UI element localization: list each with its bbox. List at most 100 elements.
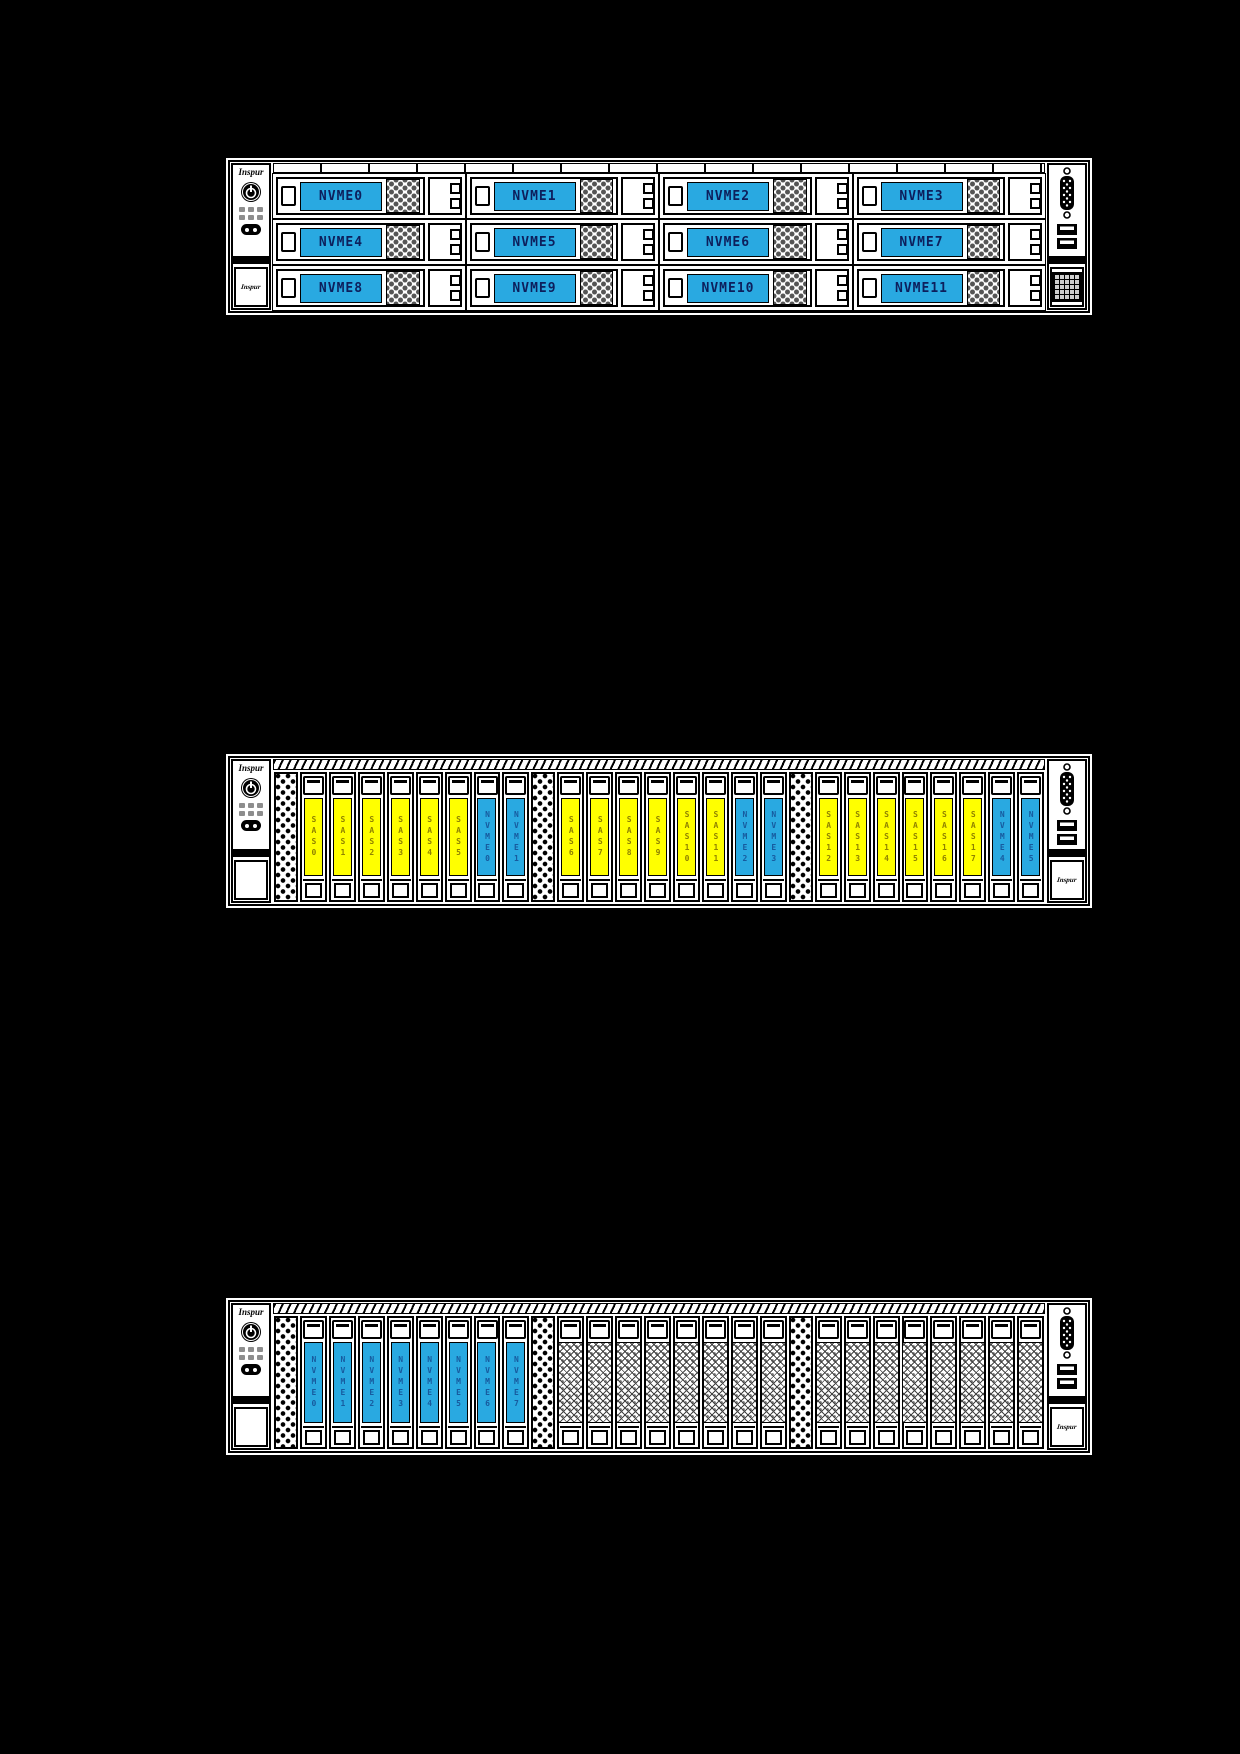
vent-column [788,1316,813,1449]
drive-label: NVME0 [303,1342,323,1423]
tray-latch [704,1320,726,1339]
drive-label: SAS14 [876,798,896,876]
tray-latch [389,776,411,795]
tray-latch [302,1320,324,1339]
drive-bay: NVME6 [473,1316,501,1449]
tray-latch [447,776,469,795]
tray-latch [861,186,877,206]
tray-latch [668,232,683,252]
drive-label: NVME1 [332,1342,352,1423]
bay-footer [303,879,324,899]
drive-bay: NVME3 [759,772,787,902]
drive-activity-led [848,883,866,898]
right-ear: Inspur [1047,1303,1087,1450]
chassis-top-band [273,1303,1045,1314]
status-led-icon [257,207,263,212]
drive-label: NVME0 [300,181,382,211]
drive-label: NVME10 [687,273,769,303]
drive-label: NVME5 [1021,798,1041,876]
bay-footer [447,879,469,899]
empty-drive-bay [901,1316,929,1449]
blank-filler-panel [873,1342,899,1423]
tray-latch [476,776,498,795]
tray-latch [991,776,1013,795]
bay-footer [875,879,897,899]
drive-label: NVME7 [506,1342,526,1423]
blank-filler-panel [702,1342,728,1423]
status-led-icon [257,811,263,816]
bay-footer [647,879,669,899]
tray-latch [861,232,877,252]
drive-bay: NVME3 [386,1316,414,1449]
drive-tray: NVME1 [469,177,618,215]
bay-footer [560,1426,582,1446]
empty-drive-bay [1017,1316,1045,1449]
drive-label: NVME5 [448,1342,468,1423]
bay-footer [904,879,926,899]
drive-bay: NVME11 [852,265,1046,311]
tray-latch [762,1320,784,1339]
drive-label: NVME5 [493,227,576,257]
drive-activity-led [649,1430,667,1445]
drive-label: SAS4 [419,798,439,876]
tray-latch [474,232,490,252]
bay-footer [704,879,726,899]
blank-filler-panel [960,1342,986,1423]
usb-icon [1057,1364,1077,1389]
bay-footer [846,1426,868,1446]
drive-bay: SAS5 [444,772,472,902]
vent-column [788,772,813,902]
bay-footer [962,879,984,899]
vent-honeycomb [386,179,420,213]
tray-latch [904,1320,926,1339]
tray-latch [933,1320,955,1339]
drive-activity-led [507,883,525,898]
tray-latch [861,278,877,298]
usb-icon [1057,224,1077,249]
tray-release-bracket [621,177,655,215]
empty-drive-bay [988,1316,1016,1449]
tray-latch [933,776,955,795]
ear-bottom-box [234,1407,268,1447]
tray-latch [962,1320,984,1339]
tray-latch [846,1320,868,1339]
brand-logo: Inspur [238,1307,264,1317]
drive-label: NVME11 [880,273,963,303]
drive-bay: NVME1 [328,1316,356,1449]
bay-footer [676,879,697,899]
right-ear [1047,163,1087,310]
bay-footer [505,879,527,899]
drive-activity-led [819,883,837,898]
bay-footer [589,1426,611,1446]
drive-label: SAS8 [619,798,639,876]
drive-bay: NVME0 [473,772,501,902]
status-led-icon [239,215,245,220]
tray-release-bracket [1008,269,1042,307]
drive-bay: NVME4 [415,1316,443,1449]
tray-latch [704,776,726,795]
vga-port [1056,763,1078,815]
drive-tray: NVME5 [469,223,618,261]
empty-drive-bay [615,1316,643,1449]
tray-latch [560,1320,582,1339]
vent-honeycomb [773,225,807,259]
io-panel [1049,1305,1085,1394]
drive-activity-led [819,1430,837,1445]
vent-honeycomb [579,225,613,259]
ear-divider [1049,849,1085,857]
drive-activity-led [478,883,496,898]
power-icon [241,182,261,202]
blank-filler-panel [760,1342,786,1423]
tray-latch [418,1320,440,1339]
brand-badge: Inspur [1056,876,1078,884]
vent-honeycomb [386,271,420,305]
vga-icon [1060,167,1074,219]
empty-drive-bay [730,1316,758,1449]
ear-bottom-box: Inspur [1050,1407,1084,1447]
drive-label: NVME1 [493,181,576,211]
drive-bay: NVME8 [272,265,466,311]
drive-label: NVME2 [734,798,754,876]
diagnostic-display [1052,272,1082,302]
